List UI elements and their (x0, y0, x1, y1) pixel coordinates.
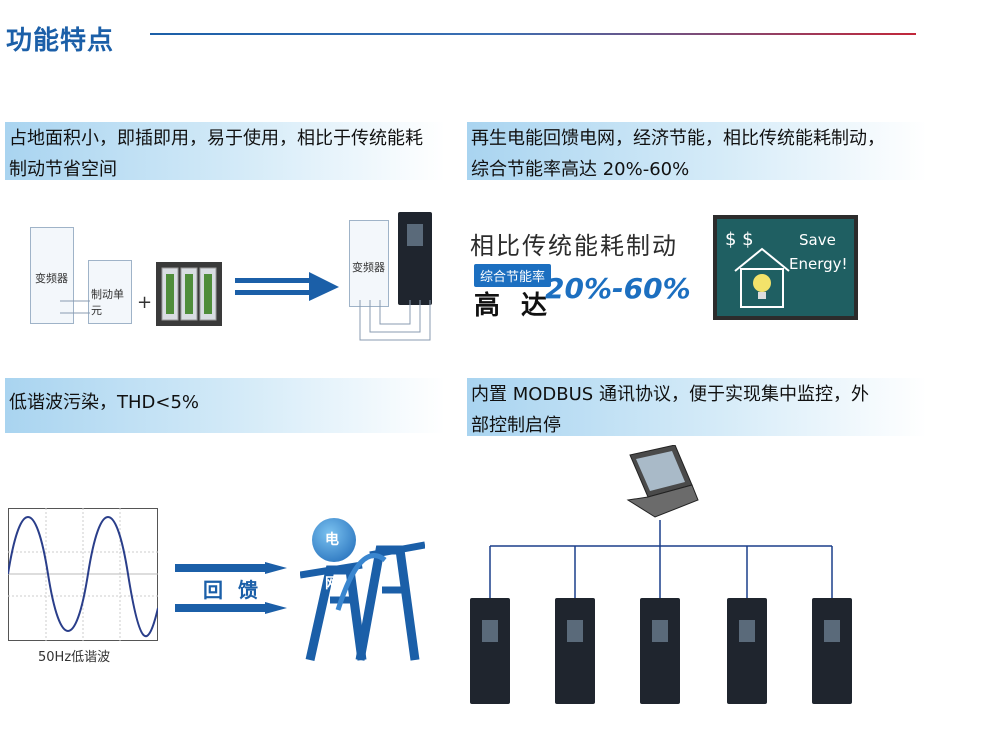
feature-2-line1: 再生电能回馈电网，经济节能，相比传统能耗制动， (471, 128, 885, 149)
inverter-box-right: 变频器 (349, 220, 389, 307)
feature-1-line1: 占地面积小，即插即用，易于使用，相比于传统能耗 (9, 128, 423, 149)
grid-circle-label: 电 网 (312, 518, 356, 592)
inverter-label-right: 变频器 (352, 261, 385, 274)
keypad-icon (567, 620, 583, 642)
board-text-energy: Energy! (789, 255, 848, 273)
network-bus-lines (489, 520, 833, 598)
brake-resistor-image (156, 262, 222, 326)
feature-4-line1: 内置 MODBUS 通讯协议，便于实现集中监控，外 (471, 384, 869, 405)
energy-percent: 20%-60% (545, 272, 691, 305)
compact-wiring (359, 300, 431, 341)
feedback-arrows-icon (175, 562, 287, 614)
energy-headline: 相比传统能耗制动 (470, 232, 678, 260)
laptop-icon (626, 445, 699, 518)
inverter-keypad-icon (407, 224, 423, 246)
feature-band-3: 低谐波污染，THD<5% (5, 378, 445, 433)
inverter-unit-2 (555, 598, 595, 704)
inverter-unit-4 (727, 598, 767, 704)
feature-2-line2: 综合节能率高达 20%-60% (471, 159, 690, 180)
inverter-unit-3 (640, 598, 680, 704)
right-arrow-icon (235, 272, 339, 301)
feedback-text: 回 馈 (203, 578, 262, 602)
page-title: 功能特点 (6, 26, 115, 56)
feature-band-2: 再生电能回馈电网，经济节能，相比传统能耗制动， 综合节能率高达 20%-60% (467, 122, 927, 180)
title-divider (150, 33, 916, 35)
keypad-icon (482, 620, 498, 642)
house-bulb-icon: $ $ (725, 229, 790, 308)
brake-unit-box: 制动单元 (88, 260, 132, 324)
brake-resistor-icon (161, 267, 217, 321)
feature-4-line2: 部控制启停 (471, 415, 561, 436)
energy-badge: 综合节能率 (474, 264, 552, 287)
board-text-save: Save (799, 231, 836, 249)
svg-text:$ $: $ $ (725, 229, 754, 250)
plus-sign: + (137, 292, 153, 313)
feature-band-1: 占地面积小，即插即用，易于使用，相比于传统能耗 制动节省空间 (5, 122, 445, 180)
inverter-unit-1 (470, 598, 510, 704)
inverter-label-left: 变频器 (35, 272, 68, 285)
feature-band-4: 内置 MODBUS 通讯协议，便于实现集中监控，外 部控制启停 (467, 378, 927, 436)
compact-inverter-image (398, 212, 432, 305)
inverter-box-left: 变频器 (30, 227, 74, 324)
keypad-icon (739, 620, 755, 642)
connect-wires-left (60, 300, 90, 314)
keypad-icon (652, 620, 668, 642)
feature-1-line2: 制动节省空间 (9, 159, 117, 180)
save-energy-chalkboard: $ $ Save Energy! (713, 215, 858, 320)
keypad-icon (824, 620, 840, 642)
inverter-unit-5 (812, 598, 852, 704)
energy-prefix: 高 达 (474, 291, 554, 321)
power-tower-icon (300, 541, 425, 661)
sine-wave-chart (8, 508, 158, 641)
brake-unit-label: 制动单元 (91, 288, 124, 317)
feature-3-line1: 低谐波污染，THD<5% (9, 392, 200, 413)
wave-label: 50Hz低谐波 (38, 650, 111, 665)
